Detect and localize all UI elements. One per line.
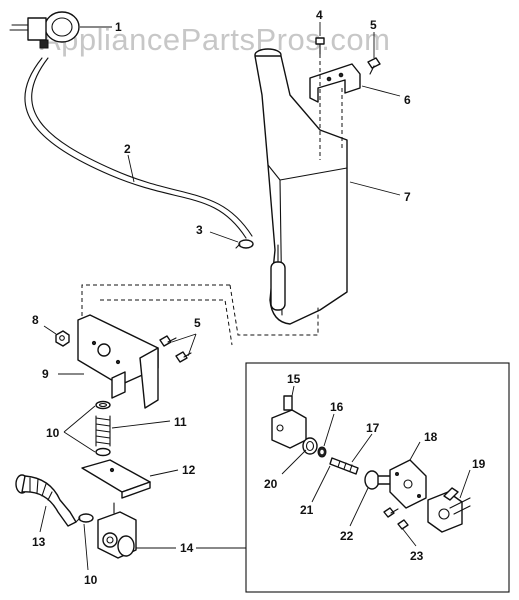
screw-top-left [315, 37, 325, 55]
callout-8: 8 [32, 313, 39, 327]
water-valve [97, 502, 137, 559]
solenoid-coil [427, 487, 471, 533]
spring [95, 415, 111, 447]
callout-10-lower: 10 [84, 573, 98, 587]
valve-gasket [302, 437, 318, 455]
callout-22: 22 [340, 529, 354, 543]
callout-6: 6 [404, 93, 411, 107]
leader-lines [39, 22, 471, 571]
callout-2: 2 [124, 142, 131, 156]
pressure-switch [9, 11, 80, 49]
tank-bracket [309, 63, 361, 103]
callout-13: 13 [32, 535, 46, 549]
screw-top-right [367, 57, 381, 75]
callout-23: 23 [410, 549, 424, 563]
callout-16: 16 [330, 400, 344, 414]
callout-5-top: 5 [370, 18, 377, 32]
callout-20: 20 [264, 477, 278, 491]
callout-1: 1 [115, 20, 122, 34]
callout-12: 12 [182, 463, 196, 477]
diaphragm [364, 470, 393, 490]
callout-14: 14 [180, 541, 194, 555]
screw-middle-b [175, 351, 192, 363]
callout-3: 3 [196, 223, 203, 237]
screw-middle-a [159, 335, 177, 347]
o-ring-lower [95, 447, 111, 457]
callout-17: 17 [366, 421, 380, 435]
callout-9: 9 [42, 367, 49, 381]
callout-18: 18 [424, 430, 438, 444]
callout-7: 7 [404, 190, 411, 204]
mounting-plate [81, 459, 151, 499]
callout-11: 11 [174, 415, 187, 429]
callout-10-upper: 10 [46, 426, 60, 440]
callout-21: 21 [300, 503, 314, 517]
fill-hose [15, 474, 77, 527]
plunger [329, 457, 359, 475]
hose-clamp-lower [75, 513, 94, 523]
hex-nut [55, 330, 70, 347]
solenoid-bracket [389, 459, 427, 509]
o-ring-upper [95, 400, 111, 410]
watermark-text: AppliancePartsPros.com [40, 22, 390, 57]
callout-5-middle: 5 [194, 316, 201, 330]
air-dome-tank [254, 48, 348, 325]
hose-clamp [235, 239, 254, 249]
detail-inset-box [245, 362, 510, 593]
callout-4: 4 [316, 8, 323, 22]
valve-body [271, 395, 307, 449]
bracket-screw-b [397, 519, 409, 530]
bracket-screw-a [383, 507, 399, 518]
callout-19: 19 [472, 457, 486, 471]
assembly-line-loop [81, 284, 319, 346]
callout-15: 15 [287, 372, 301, 386]
mounting-bracket [77, 314, 159, 409]
small-o-ring [317, 446, 327, 458]
air-hose [24, 57, 253, 239]
